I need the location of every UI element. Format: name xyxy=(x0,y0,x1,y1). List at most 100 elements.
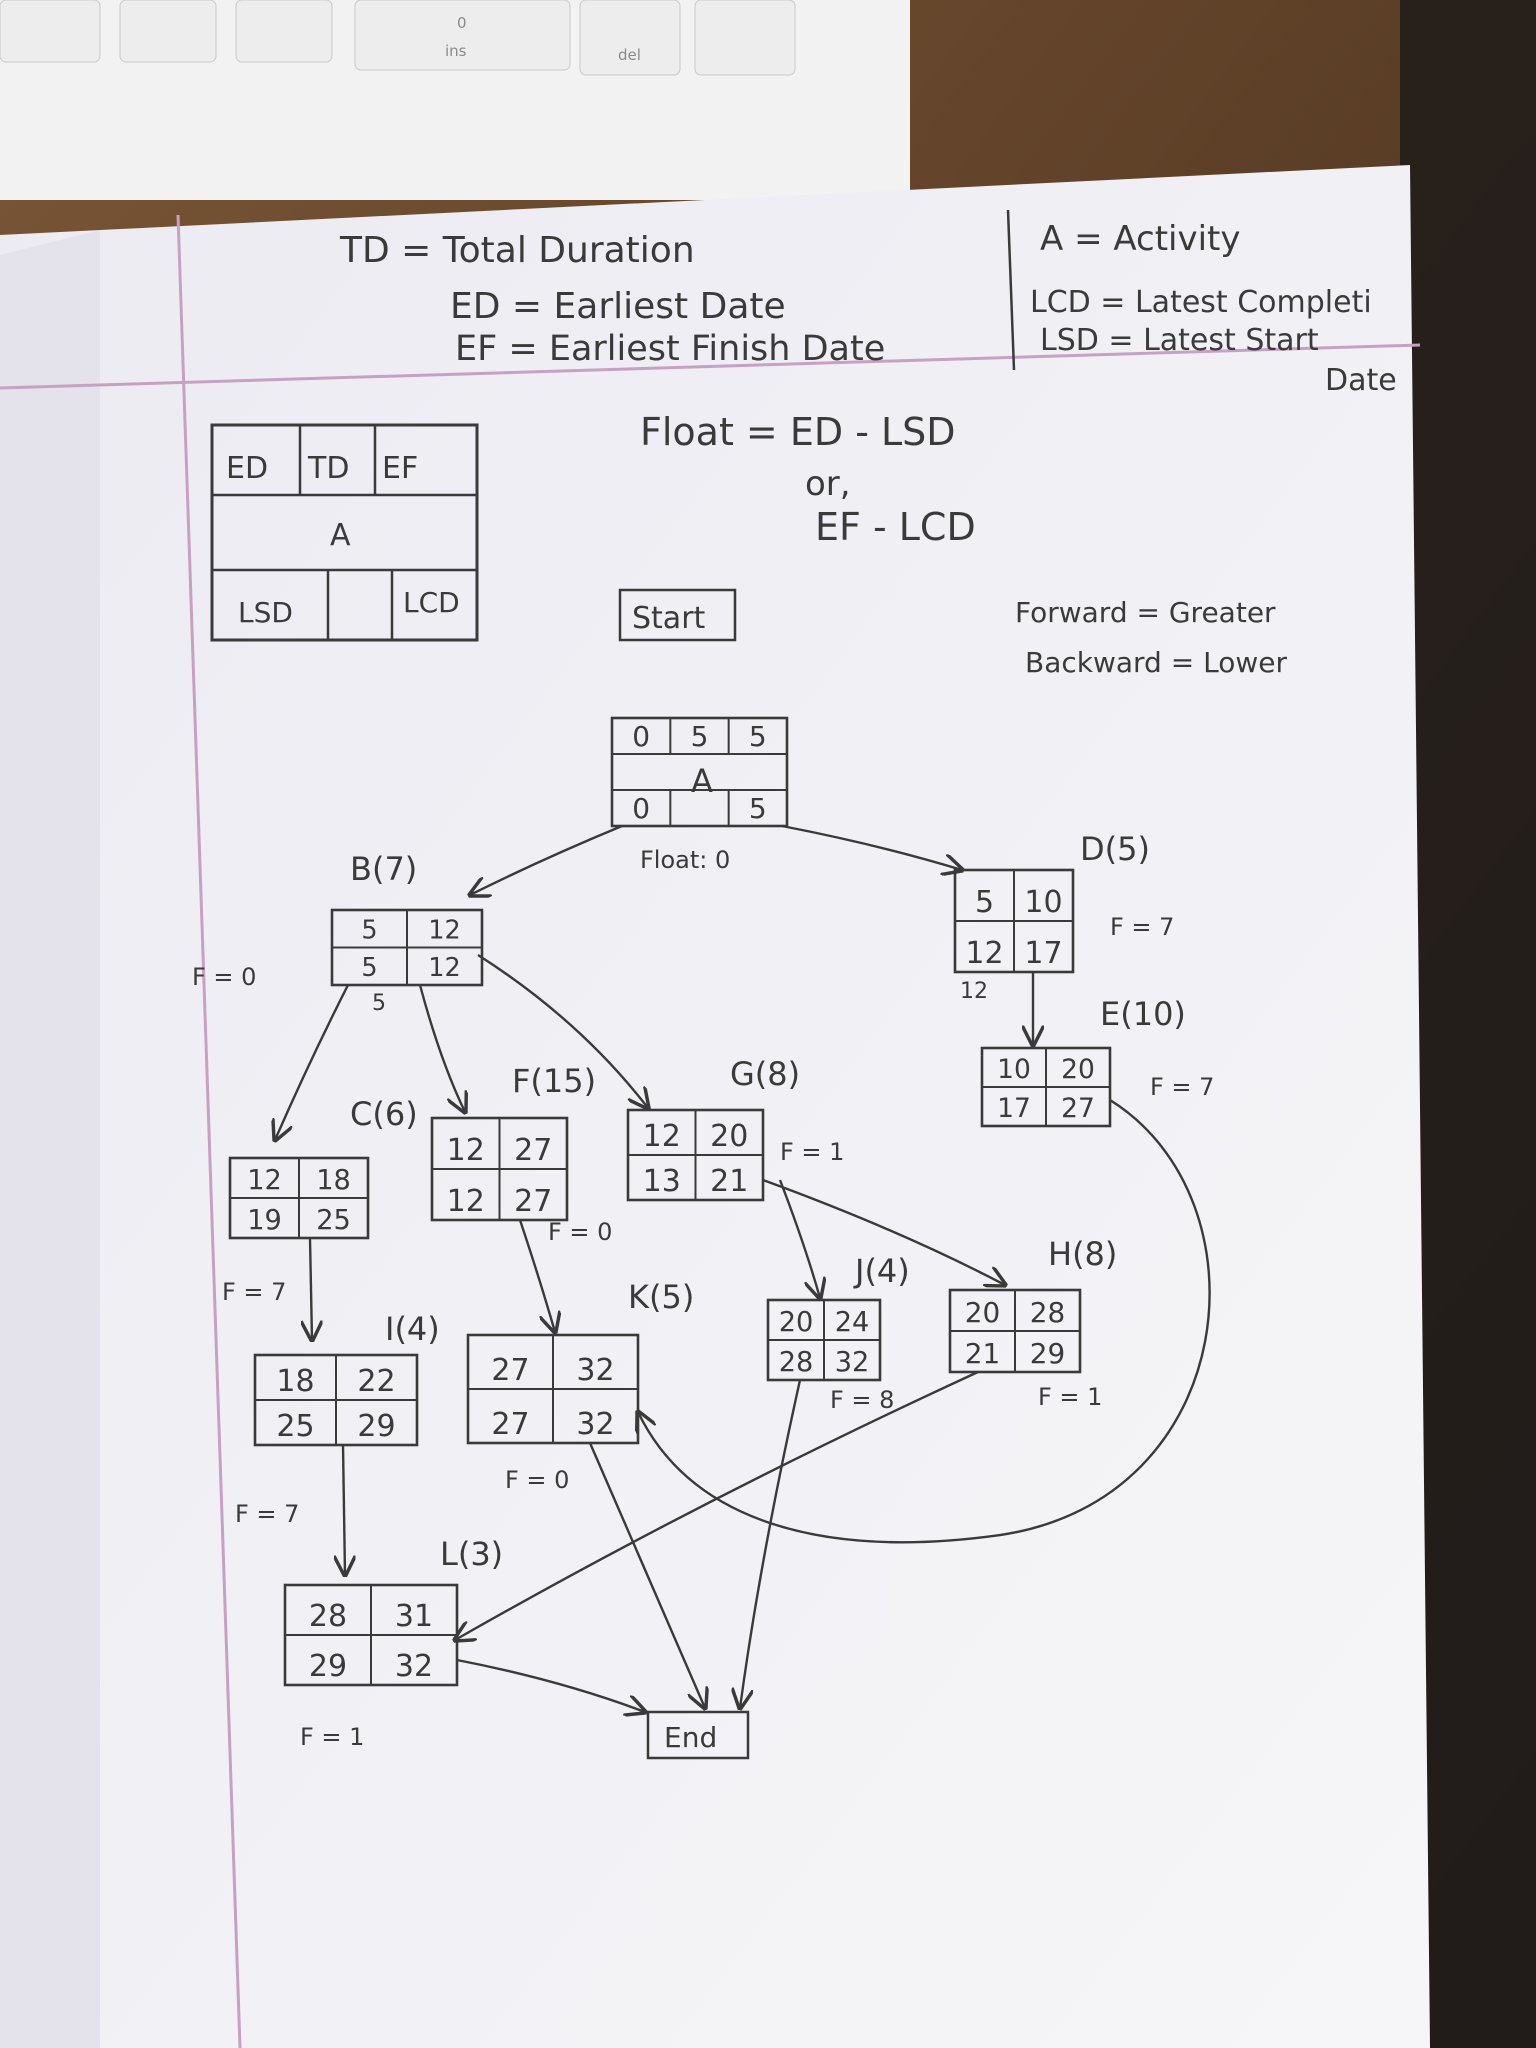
node-lsd: 13 xyxy=(643,1164,681,1199)
node-label: A xyxy=(691,762,713,800)
node-ef: 5 xyxy=(749,720,767,753)
node-lsd: 12 xyxy=(447,1184,485,1219)
node-float: F = 0 xyxy=(548,1218,612,1246)
node-td: 5 xyxy=(691,720,709,753)
legend-divider xyxy=(1006,209,1016,371)
edge-h-l xyxy=(455,1370,979,1640)
legend-ed: ED = Earliest Date xyxy=(450,286,786,327)
key-ef: EF xyxy=(382,451,418,486)
edge-i-l xyxy=(343,1444,345,1575)
node-ef: 28 xyxy=(1030,1296,1065,1329)
node-lcd: 29 xyxy=(1030,1337,1065,1370)
node-ef: 18 xyxy=(316,1165,351,1196)
node-float: F = 7 xyxy=(1110,913,1174,941)
node-ef: 24 xyxy=(835,1307,870,1338)
node-lsd: 17 xyxy=(997,1093,1031,1124)
edge-e-k xyxy=(638,1098,1211,1544)
node-lcd: 27 xyxy=(514,1184,552,1219)
edge-f-k xyxy=(518,1219,555,1332)
legend: TD = Total Duration ED = Earliest Date E… xyxy=(339,219,1397,398)
node-ed: 12 xyxy=(247,1165,282,1196)
node-lcd: 29 xyxy=(357,1409,395,1444)
node-ed: 27 xyxy=(491,1353,529,1388)
node-lsd: 25 xyxy=(276,1409,314,1444)
node-float: F = 0 xyxy=(192,963,256,991)
legend-td: TD = Total Duration xyxy=(339,230,695,271)
node-lsd: 12 xyxy=(965,936,1003,971)
node-note: 5 xyxy=(372,991,386,1016)
edge-b-c xyxy=(275,984,350,1140)
node-ef: 32 xyxy=(576,1353,614,1388)
node-lsd: 19 xyxy=(247,1205,282,1236)
edge-j-end xyxy=(740,1379,802,1708)
formula-line2: or, xyxy=(805,464,851,504)
start-box xyxy=(618,588,737,642)
node-float: F = 7 xyxy=(1150,1073,1214,1101)
node-ef: 31 xyxy=(395,1599,433,1634)
node-ef: 22 xyxy=(357,1364,395,1399)
node-lcd: 25 xyxy=(316,1205,351,1236)
node-float: F = 7 xyxy=(235,1500,299,1528)
node-lcd: 17 xyxy=(1024,936,1062,971)
node-label: H(8) xyxy=(1048,1235,1117,1273)
edge-l-end xyxy=(456,1658,645,1712)
key-lsd: LSD xyxy=(238,596,293,629)
formula-line3: EF - LCD xyxy=(815,505,976,549)
node-ed: 12 xyxy=(447,1133,485,1168)
node-ed: 18 xyxy=(276,1364,314,1399)
node-ed: 10 xyxy=(997,1054,1031,1085)
node-float: F = 1 xyxy=(300,1723,364,1751)
rule-forward: Forward = Greater xyxy=(1015,596,1276,629)
node-box xyxy=(610,716,789,828)
node-float: F = 1 xyxy=(1038,1383,1102,1411)
float-formula: Float = ED - LSD or, EF - LCD xyxy=(640,410,976,549)
node-ed: 20 xyxy=(965,1296,1000,1329)
keyboard: 0 ins del xyxy=(0,0,910,200)
node-float: F = 1 xyxy=(780,1138,844,1166)
node-lcd: 32 xyxy=(395,1649,433,1684)
node-ef: 10 xyxy=(1024,885,1062,920)
node-float: F = 8 xyxy=(830,1386,894,1414)
node-lcd: 5 xyxy=(749,792,767,825)
key-ed: ED xyxy=(226,451,268,486)
node-float: F = 7 xyxy=(222,1278,286,1306)
node-ef: 27 xyxy=(514,1133,552,1168)
key-box: ED TD EF A LSD LCD xyxy=(210,423,479,642)
key-ins: ins xyxy=(445,42,467,60)
edge-b-f xyxy=(418,984,465,1112)
node-ef: 20 xyxy=(1061,1054,1095,1085)
formula-line1: Float = ED - LSD xyxy=(640,410,956,454)
node-lcd: 32 xyxy=(835,1347,870,1378)
end-label: End xyxy=(664,1721,717,1754)
node-label: D(5) xyxy=(1080,830,1150,868)
legend-lsd-cont: Date xyxy=(1325,363,1397,398)
node-float: F = 0 xyxy=(505,1466,569,1494)
node-ed: 12 xyxy=(643,1119,681,1154)
edge-k-end xyxy=(588,1442,705,1708)
node-label: G(8) xyxy=(730,1055,800,1093)
node-ed: 5 xyxy=(361,916,377,946)
legend-ef: EF = Earliest Finish Date xyxy=(455,329,885,369)
node-ef: 12 xyxy=(428,916,460,946)
header-line xyxy=(0,343,1421,390)
node-lcd: 12 xyxy=(428,953,460,983)
node-lsd: 28 xyxy=(779,1347,814,1378)
node-label: J(4) xyxy=(853,1252,910,1290)
node-label: K(5) xyxy=(628,1278,694,1316)
node-ed: 0 xyxy=(632,720,650,753)
legend-lcd: LCD = Latest Completi xyxy=(1030,285,1372,320)
previous-page-edge xyxy=(0,230,100,2048)
key-lcd: LCD xyxy=(403,586,460,619)
start-label: Start xyxy=(632,601,706,636)
edge-a-d xyxy=(781,824,962,870)
legend-a: A = Activity xyxy=(1040,219,1241,259)
